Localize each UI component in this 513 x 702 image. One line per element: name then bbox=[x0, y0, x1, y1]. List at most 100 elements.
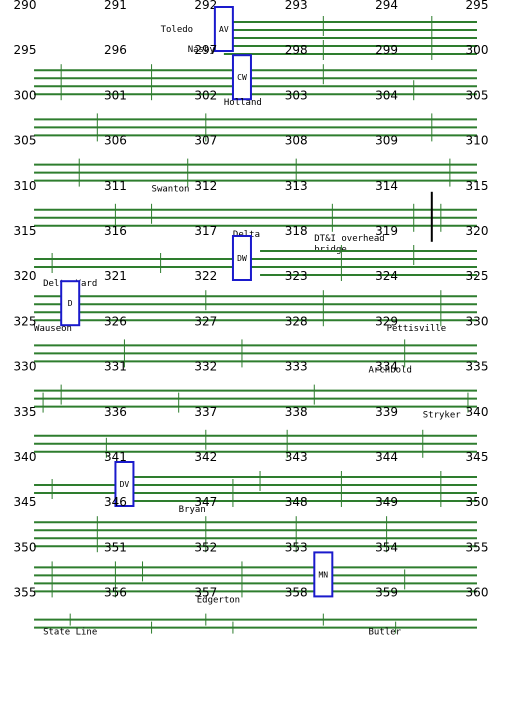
milepost-label: 317 bbox=[194, 224, 217, 238]
milepost-label: 307 bbox=[194, 134, 217, 148]
station-label: Edgerton bbox=[197, 595, 240, 605]
milepost-label: 315 bbox=[466, 179, 489, 193]
milepost-label: 300 bbox=[466, 43, 489, 57]
station-label: Holland bbox=[224, 98, 262, 108]
milepost-label: 315 bbox=[14, 224, 37, 238]
milepost-label: 295 bbox=[466, 0, 489, 12]
station-label: bridge bbox=[314, 245, 347, 255]
station-label: Wauseon bbox=[34, 324, 72, 334]
milepost-label: 358 bbox=[285, 586, 308, 600]
milepost-label: 302 bbox=[194, 88, 217, 102]
milepost-label: 356 bbox=[104, 586, 127, 600]
milepost-label: 339 bbox=[375, 405, 398, 419]
milepost-label: 350 bbox=[14, 540, 37, 554]
milepost-label: 345 bbox=[14, 495, 37, 509]
signal-box bbox=[231, 54, 252, 101]
milepost-label: 354 bbox=[375, 540, 398, 554]
milepost-label: 343 bbox=[285, 450, 308, 464]
milepost-label: 323 bbox=[285, 269, 308, 283]
milepost-label: 325 bbox=[14, 314, 37, 328]
milepost-label: 349 bbox=[375, 495, 398, 509]
milepost-label: 309 bbox=[375, 134, 398, 148]
milepost-label: 301 bbox=[104, 88, 127, 102]
milepost-label: 311 bbox=[104, 179, 127, 193]
station-label: Bryan bbox=[179, 505, 206, 515]
milepost-label: 316 bbox=[104, 224, 127, 238]
milepost-label: 336 bbox=[104, 405, 127, 419]
milepost-label: 327 bbox=[194, 314, 217, 328]
milepost-label: 310 bbox=[14, 179, 37, 193]
milepost-label: 338 bbox=[285, 405, 308, 419]
milepost-label: 324 bbox=[375, 269, 398, 283]
milepost-label: 304 bbox=[375, 88, 398, 102]
milepost-label: 328 bbox=[285, 314, 308, 328]
milepost-label: 359 bbox=[375, 586, 398, 600]
milepost-label: 357 bbox=[194, 586, 217, 600]
milepost-label: 321 bbox=[104, 269, 127, 283]
milepost-label: 340 bbox=[14, 450, 37, 464]
milepost-label: 322 bbox=[194, 269, 217, 283]
milepost-label: 295 bbox=[14, 43, 37, 57]
milepost-label: 305 bbox=[466, 88, 489, 102]
milepost-label: 292 bbox=[194, 0, 217, 12]
milepost-label: 305 bbox=[14, 134, 37, 148]
milepost-label: 299 bbox=[375, 43, 398, 57]
station-label: Swanton bbox=[152, 185, 190, 195]
station-label: Pettisville bbox=[387, 324, 447, 334]
milepost-label: 290 bbox=[14, 0, 37, 12]
signal-code: DV bbox=[120, 480, 130, 489]
milepost-label: 300 bbox=[14, 88, 37, 102]
milepost-label: 355 bbox=[466, 540, 489, 554]
signal-box bbox=[213, 6, 234, 52]
milepost-label: 306 bbox=[104, 134, 127, 148]
milepost-label: 340 bbox=[466, 405, 489, 419]
milepost-label: 347 bbox=[194, 495, 217, 509]
milepost-label: 326 bbox=[104, 314, 127, 328]
signal-code: D bbox=[68, 299, 73, 308]
station-label: Delta bbox=[233, 230, 260, 240]
milepost-label: 312 bbox=[194, 179, 217, 193]
signal-code: AV bbox=[219, 25, 229, 34]
signal-code: DW bbox=[237, 254, 247, 263]
milepost-label: 325 bbox=[466, 269, 489, 283]
milepost-label: 298 bbox=[285, 43, 308, 57]
milepost-label: 351 bbox=[104, 540, 127, 554]
milepost-label: 330 bbox=[14, 360, 37, 374]
milepost-label: 318 bbox=[285, 224, 308, 238]
signal-box bbox=[231, 235, 252, 281]
milepost-label: 310 bbox=[466, 134, 489, 148]
milepost-label: 308 bbox=[285, 134, 308, 148]
milepost-label: 303 bbox=[285, 88, 308, 102]
milepost-label: 344 bbox=[375, 450, 398, 464]
milepost-label: 329 bbox=[375, 314, 398, 328]
milepost-label: 333 bbox=[285, 360, 308, 374]
signal-code: CW bbox=[237, 73, 247, 82]
milepost-label: 337 bbox=[194, 405, 217, 419]
milepost-label: 335 bbox=[14, 405, 37, 419]
station-label: DT&I overhead bbox=[314, 234, 384, 244]
milepost-label: 355 bbox=[14, 586, 37, 600]
milepost-label: 360 bbox=[466, 586, 489, 600]
milepost-label: 294 bbox=[375, 0, 398, 12]
station-label: Stryker bbox=[423, 411, 462, 421]
signal-box bbox=[114, 461, 135, 507]
milepost-label: 296 bbox=[104, 43, 127, 57]
signal-code: MN bbox=[318, 570, 328, 579]
milepost-label: 353 bbox=[285, 540, 308, 554]
milepost-label: 331 bbox=[104, 360, 127, 374]
signal-box bbox=[60, 280, 81, 327]
milepost-label: 320 bbox=[466, 224, 489, 238]
milepost-label: 350 bbox=[466, 495, 489, 509]
milepost-label: 313 bbox=[285, 179, 308, 193]
milepost-label: 334 bbox=[375, 360, 398, 374]
milepost-label: 320 bbox=[14, 269, 37, 283]
milepost-label: 319 bbox=[375, 224, 398, 238]
station-label: State Line bbox=[43, 628, 97, 638]
milepost-label: 346 bbox=[104, 495, 127, 509]
station-label: Archbold bbox=[369, 365, 412, 375]
station-label: Toledo bbox=[161, 25, 194, 35]
station-label: Nasby bbox=[188, 45, 216, 55]
milepost-label: 342 bbox=[194, 450, 217, 464]
milepost-label: 332 bbox=[194, 360, 217, 374]
